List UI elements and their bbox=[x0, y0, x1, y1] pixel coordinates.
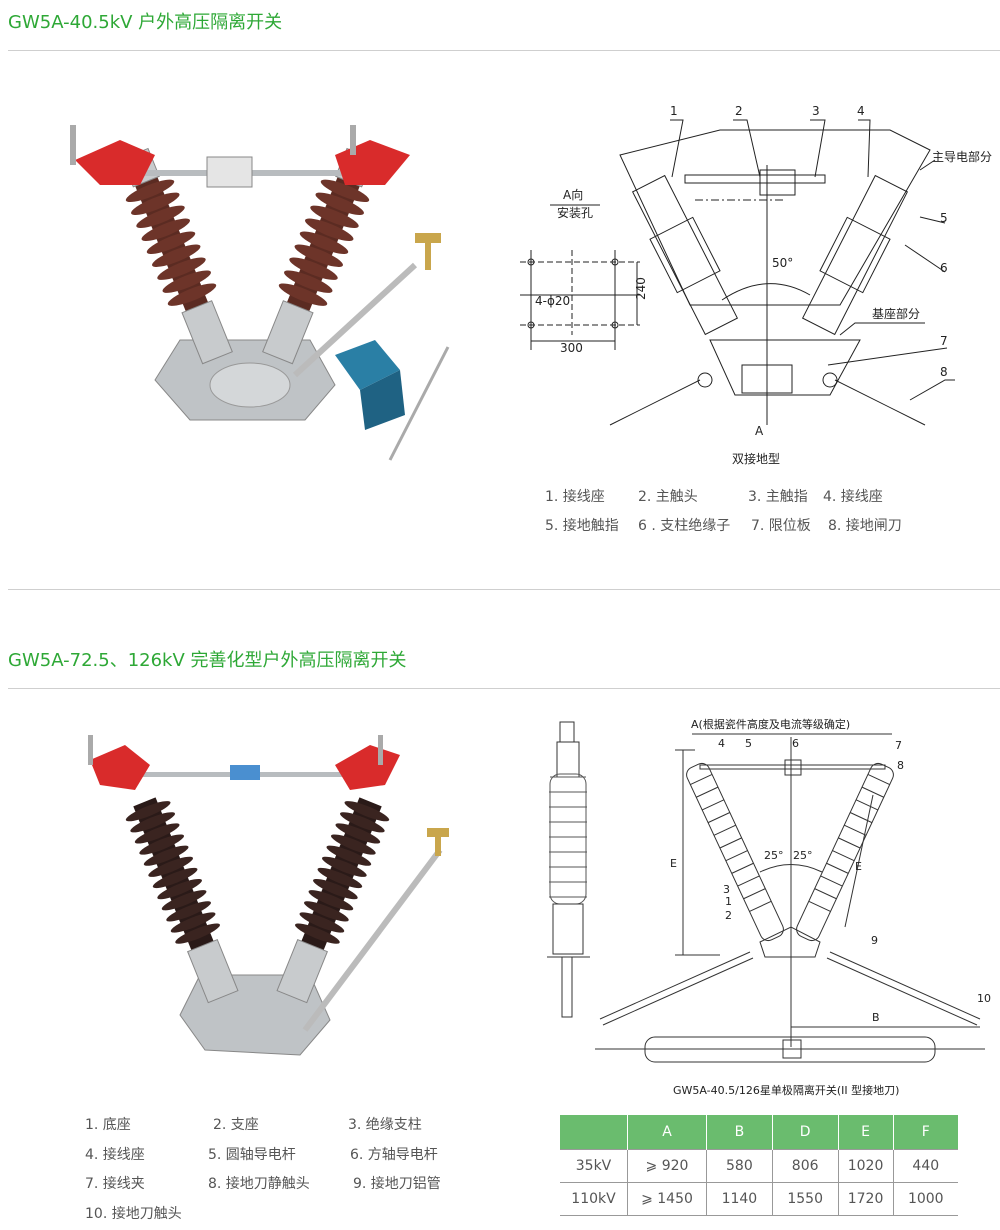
legend-item: 2. 主触头 bbox=[638, 489, 698, 505]
table-header: F bbox=[893, 1115, 958, 1150]
product-photo-2 bbox=[88, 735, 449, 1056]
legend-item: 5. 圆轴导电杆 bbox=[208, 1147, 296, 1163]
svg-text:25°: 25° bbox=[793, 849, 813, 862]
legend-item: 6. 方轴导电杆 bbox=[350, 1147, 438, 1163]
svg-text:主导电部分: 主导电部分 bbox=[932, 149, 992, 164]
svg-text:5: 5 bbox=[940, 211, 948, 225]
svg-text:50°: 50° bbox=[772, 256, 793, 270]
svg-text:A(根据瓷件高度及电流等级确定): A(根据瓷件高度及电流等级确定) bbox=[691, 717, 850, 731]
legend-item: 1. 底座 bbox=[85, 1117, 131, 1133]
svg-text:双接地型: 双接地型 bbox=[732, 451, 780, 466]
dimension-table: A B D E F 35kV ⩾ 920 580 806 1020 440 11… bbox=[560, 1115, 958, 1216]
svg-text:1: 1 bbox=[725, 895, 732, 908]
svg-text:8: 8 bbox=[940, 365, 948, 379]
technical-drawing-1: 1 2 3 4 5 6 7 8 主导电部分 基座部分 50° A向 安装孔 4-… bbox=[520, 104, 992, 466]
svg-text:6: 6 bbox=[940, 261, 948, 275]
svg-text:安装孔: 安装孔 bbox=[557, 205, 593, 220]
table-header: A bbox=[627, 1115, 707, 1150]
section-title-1: GW5A-40.5kV 户外高压隔离开关 bbox=[8, 12, 283, 33]
table-header bbox=[560, 1115, 628, 1150]
table-cell: ⩾ 920 bbox=[627, 1149, 707, 1183]
svg-text:基座部分: 基座部分 bbox=[872, 306, 920, 321]
svg-text:B: B bbox=[872, 1011, 880, 1024]
svg-text:4: 4 bbox=[718, 737, 725, 750]
table-cell: 1020 bbox=[838, 1149, 894, 1183]
divider bbox=[8, 50, 1000, 51]
table-cell: ⩾ 1450 bbox=[627, 1182, 707, 1216]
svg-text:25°: 25° bbox=[764, 849, 784, 862]
svg-text:3: 3 bbox=[812, 104, 820, 118]
legend-item: 3. 绝缘支柱 bbox=[348, 1117, 422, 1133]
svg-text:GW5A-40.5/126星单极隔离开关(II 型接地刀): GW5A-40.5/126星单极隔离开关(II 型接地刀) bbox=[673, 1083, 899, 1097]
svg-text:8: 8 bbox=[897, 759, 904, 772]
legend-item: 2. 支座 bbox=[213, 1117, 259, 1133]
svg-text:5: 5 bbox=[745, 737, 752, 750]
legend-item: 9. 接地刀铝管 bbox=[353, 1176, 441, 1192]
svg-text:E: E bbox=[855, 860, 862, 873]
legend-item: 7. 限位板 bbox=[751, 518, 811, 534]
legend-item: 3. 主触指 bbox=[748, 489, 808, 505]
legend-item: 8. 接地刀静触头 bbox=[208, 1176, 310, 1192]
legend-item: 8. 接地闸刀 bbox=[828, 518, 902, 534]
table-header: B bbox=[706, 1115, 773, 1150]
svg-text:2: 2 bbox=[735, 104, 743, 118]
svg-text:4: 4 bbox=[857, 104, 865, 118]
svg-text:A向: A向 bbox=[563, 187, 583, 202]
table-header: E bbox=[838, 1115, 894, 1150]
svg-text:7: 7 bbox=[895, 739, 902, 752]
svg-text:7: 7 bbox=[940, 334, 948, 348]
divider bbox=[8, 589, 1000, 590]
legend-item: 4. 接线座 bbox=[823, 489, 883, 505]
table-cell: 1720 bbox=[838, 1182, 894, 1216]
table-cell: 1140 bbox=[706, 1182, 773, 1216]
table-cell: 440 bbox=[893, 1149, 958, 1183]
legend-item: 4. 接线座 bbox=[85, 1147, 145, 1163]
svg-text:4-ϕ20: 4-ϕ20 bbox=[535, 294, 570, 308]
legend-item: 1. 接线座 bbox=[545, 489, 605, 505]
svg-text:1: 1 bbox=[670, 104, 678, 118]
legend-item: 6 . 支柱绝缘子 bbox=[638, 518, 731, 534]
svg-text:6: 6 bbox=[792, 737, 799, 750]
table-cell: 580 bbox=[706, 1149, 773, 1183]
svg-text:E: E bbox=[670, 857, 677, 870]
section-title-2: GW5A-72.5、126kV 完善化型户外高压隔离开关 bbox=[8, 650, 407, 671]
svg-text:3: 3 bbox=[723, 883, 730, 896]
product-photo-1 bbox=[70, 125, 450, 461]
technical-drawing-2: A(根据瓷件高度及电流等级确定) 1 2 3 4 5 6 7 8 9 10 25… bbox=[547, 717, 991, 1097]
table-row: 110kV ⩾ 1450 1140 1550 1720 1000 bbox=[560, 1182, 958, 1216]
table-cell: 110kV bbox=[560, 1182, 628, 1216]
table-cell: 35kV bbox=[560, 1149, 628, 1183]
table-header-row: A B D E F bbox=[560, 1115, 958, 1150]
svg-text:300: 300 bbox=[560, 341, 583, 355]
svg-text:9: 9 bbox=[871, 934, 878, 947]
svg-text:A: A bbox=[755, 424, 764, 438]
table-cell: 1000 bbox=[893, 1182, 958, 1216]
table-row: 35kV ⩾ 920 580 806 1020 440 bbox=[560, 1149, 958, 1183]
svg-text:2: 2 bbox=[725, 909, 732, 922]
legend-item: 10. 接地刀触头 bbox=[85, 1206, 182, 1222]
svg-text:10: 10 bbox=[977, 992, 991, 1005]
legend-item: 5. 接地触指 bbox=[545, 518, 619, 534]
divider bbox=[8, 688, 1000, 689]
table-cell: 806 bbox=[772, 1149, 839, 1183]
legend-item: 7. 接线夹 bbox=[85, 1176, 145, 1192]
table-header: D bbox=[772, 1115, 839, 1150]
table-cell: 1550 bbox=[772, 1182, 839, 1216]
svg-text:240: 240 bbox=[634, 277, 648, 300]
